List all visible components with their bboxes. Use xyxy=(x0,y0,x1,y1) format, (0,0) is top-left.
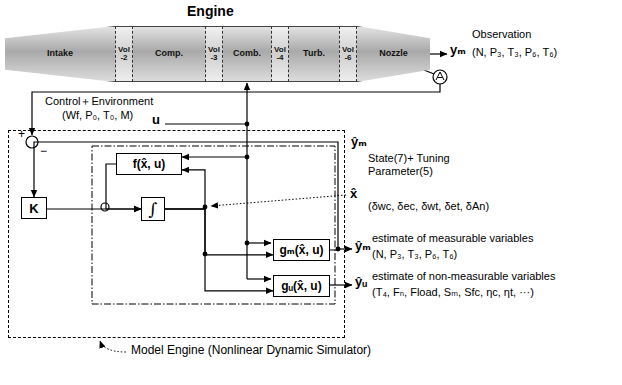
signal-name: yₘ xyxy=(450,42,466,57)
note: State(7)+ Tuning Parameter(5) xyxy=(368,152,486,178)
section-label: Comp. xyxy=(155,49,183,58)
signal-connector xyxy=(165,209,273,255)
block-label: gᵤ(x̂, u) xyxy=(281,279,321,293)
note: estimate of measurable variables xyxy=(372,232,533,245)
engine-section: Comp. xyxy=(133,26,205,82)
heading: Engine xyxy=(187,3,234,19)
heading: Model Engine (Nonlinear Dynamic Simulato… xyxy=(131,343,371,357)
signal-connector xyxy=(165,209,273,291)
section-label: Vol -3 xyxy=(207,46,221,63)
volume-section: Vol -2 xyxy=(115,26,133,82)
note: estimate of non-measurable variables xyxy=(372,270,555,283)
engine: EngineIntakeVol -2Comp.Vol -3Comb.Vol -4… xyxy=(5,26,430,82)
variable-list: (Wf, P₀, T₀, M) xyxy=(62,109,133,122)
function-block: gᵤ(x̂, u) xyxy=(273,275,330,297)
volume-section: Vol -4 xyxy=(271,26,289,82)
sign: + xyxy=(18,128,25,141)
section-label: Intake xyxy=(47,49,73,58)
signal-name: ŷᵤ xyxy=(355,274,367,289)
section-label: Turb. xyxy=(303,49,325,58)
block-label: ∫ xyxy=(149,199,158,219)
gain-block: K xyxy=(21,197,47,219)
variable-list: (T₄, Fₙ, Fload, Sₘ, Sfc, ηc, ηt, ···) xyxy=(372,286,534,299)
leader-line xyxy=(100,341,126,352)
section-label: Vol -4 xyxy=(273,46,287,63)
section-label: Vol -6 xyxy=(341,46,355,63)
block-label: gₘ(x̂, u) xyxy=(280,243,324,257)
engine-section: Nozzle xyxy=(357,26,430,82)
section-label: Comb. xyxy=(233,49,261,58)
engine-section: Comb. xyxy=(223,26,271,82)
section-label: Nozzle xyxy=(379,49,408,58)
note: Control＋Environment xyxy=(45,95,153,108)
signal-name: u xyxy=(152,112,160,127)
signal-connector xyxy=(165,170,205,209)
volume-section: Vol -6 xyxy=(339,26,357,82)
signal-name: ŷₘ xyxy=(355,238,371,253)
signal-name: ŷₘ xyxy=(350,134,368,149)
block-label: f(x̂, u) xyxy=(133,157,166,171)
function-block: f(x̂, u) xyxy=(116,153,182,175)
engine-section: Turb. xyxy=(289,26,339,82)
model-core-box xyxy=(92,146,335,304)
integrator-block: ∫ xyxy=(141,197,165,221)
function-block: gₘ(x̂, u) xyxy=(273,239,330,261)
variable-list: (N, P₃, T₃, P₆, T₆) xyxy=(472,46,557,59)
sign: − xyxy=(40,145,47,158)
variable-list: (N, P₃, T₃, P₆, T₆) xyxy=(372,248,457,261)
variable-list: (δwc, δec, δwt, δet, δAn) xyxy=(368,200,489,213)
signal-name: x̂ xyxy=(350,186,357,201)
note: Observation xyxy=(472,28,531,41)
model-engine-box: Model Engine (Nonlinear Dynamic Simulato… xyxy=(8,130,345,338)
engine-section: Intake xyxy=(5,26,115,82)
callout-line xyxy=(211,195,346,206)
block-label: K xyxy=(29,201,38,216)
volume-section: Vol -3 xyxy=(205,26,223,82)
section-label: Vol -2 xyxy=(117,46,131,63)
signal-connector xyxy=(34,142,338,250)
